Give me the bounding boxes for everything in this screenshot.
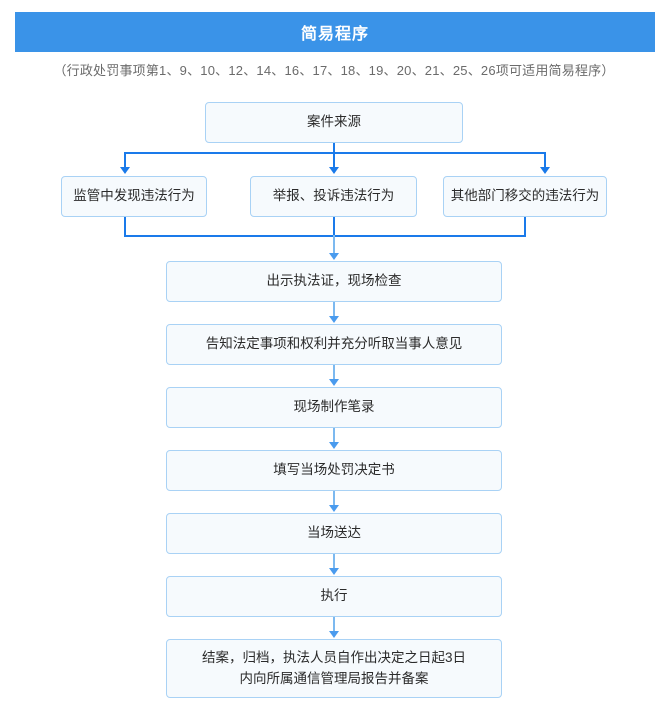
page-title: 简易程序	[300, 26, 369, 43]
connector-merge-stem-2	[333, 217, 335, 237]
subtitle-note: （行政处罚事项第1、9、10、12、14、16、17、18、19、20、21、2…	[53, 63, 615, 78]
node-branch-supervision[interactable]: 监管中发现违法行为	[61, 176, 207, 217]
arrow-to-step-2	[329, 316, 339, 323]
node-label: 结案，归档，执法人员自作出决定之日起3日 内向所属通信管理局报告并备案	[201, 649, 466, 686]
node-label: 当场送达	[307, 525, 361, 541]
node-step-execute[interactable]: 执行	[166, 576, 502, 617]
connector-source-stem	[333, 143, 335, 153]
connector-merge-bus	[124, 235, 526, 237]
connector-branch-2	[333, 152, 335, 172]
arrow-to-step-3	[329, 379, 339, 386]
node-label: 告知法定事项和权利并充分听取当事人意见	[205, 336, 463, 352]
node-branch-transfer[interactable]: 其他部门移交的违法行为	[443, 176, 607, 217]
connector-merge-stem-3	[524, 217, 526, 237]
connector-branch-3	[544, 152, 546, 172]
node-case-source[interactable]: 案件来源	[205, 102, 463, 143]
connector-step-2-3	[333, 365, 335, 381]
arrow-to-step-4	[329, 442, 339, 449]
connector-step-6-7	[333, 617, 335, 633]
node-label: 监管中发现违法行为	[73, 188, 195, 204]
arrow-branch-3	[540, 167, 550, 174]
arrow-to-step-1	[329, 253, 339, 260]
connector-step-4-5	[333, 491, 335, 507]
node-label: 现场制作笔录	[293, 399, 375, 415]
node-step-show-credentials[interactable]: 出示执法证，现场检查	[166, 261, 502, 302]
connector-merge-stem-1	[124, 217, 126, 237]
node-step-deliver-on-site[interactable]: 当场送达	[166, 513, 502, 554]
node-label: 举报、投诉违法行为	[272, 188, 395, 204]
node-label: 案件来源	[307, 114, 361, 130]
node-branch-report[interactable]: 举报、投诉违法行为	[250, 176, 417, 217]
connector-step-3-4	[333, 428, 335, 444]
arrow-to-step-5	[329, 505, 339, 512]
arrow-branch-1	[120, 167, 130, 174]
page-title-bar: 简易程序	[15, 12, 655, 52]
node-step-close-and-archive[interactable]: 结案，归档，执法人员自作出决定之日起3日 内向所属通信管理局报告并备案	[166, 639, 502, 698]
node-step-inform-rights[interactable]: 告知法定事项和权利并充分听取当事人意见	[166, 324, 502, 365]
node-label: 其他部门移交的违法行为	[450, 188, 600, 204]
node-label: 执行	[320, 588, 348, 604]
connector-step-5-6	[333, 554, 335, 570]
node-label: 出示执法证，现场检查	[266, 273, 402, 289]
connector-step-1-2	[333, 302, 335, 318]
connector-branch-1	[124, 152, 126, 172]
node-label: 填写当场处罚决定书	[273, 462, 395, 478]
arrow-to-step-7	[329, 631, 339, 638]
node-step-record-on-site[interactable]: 现场制作笔录	[166, 387, 502, 428]
arrow-branch-2	[329, 167, 339, 174]
arrow-to-step-6	[329, 568, 339, 575]
connector-merge-down	[333, 235, 335, 255]
node-step-fill-penalty-decision[interactable]: 填写当场处罚决定书	[166, 450, 502, 491]
